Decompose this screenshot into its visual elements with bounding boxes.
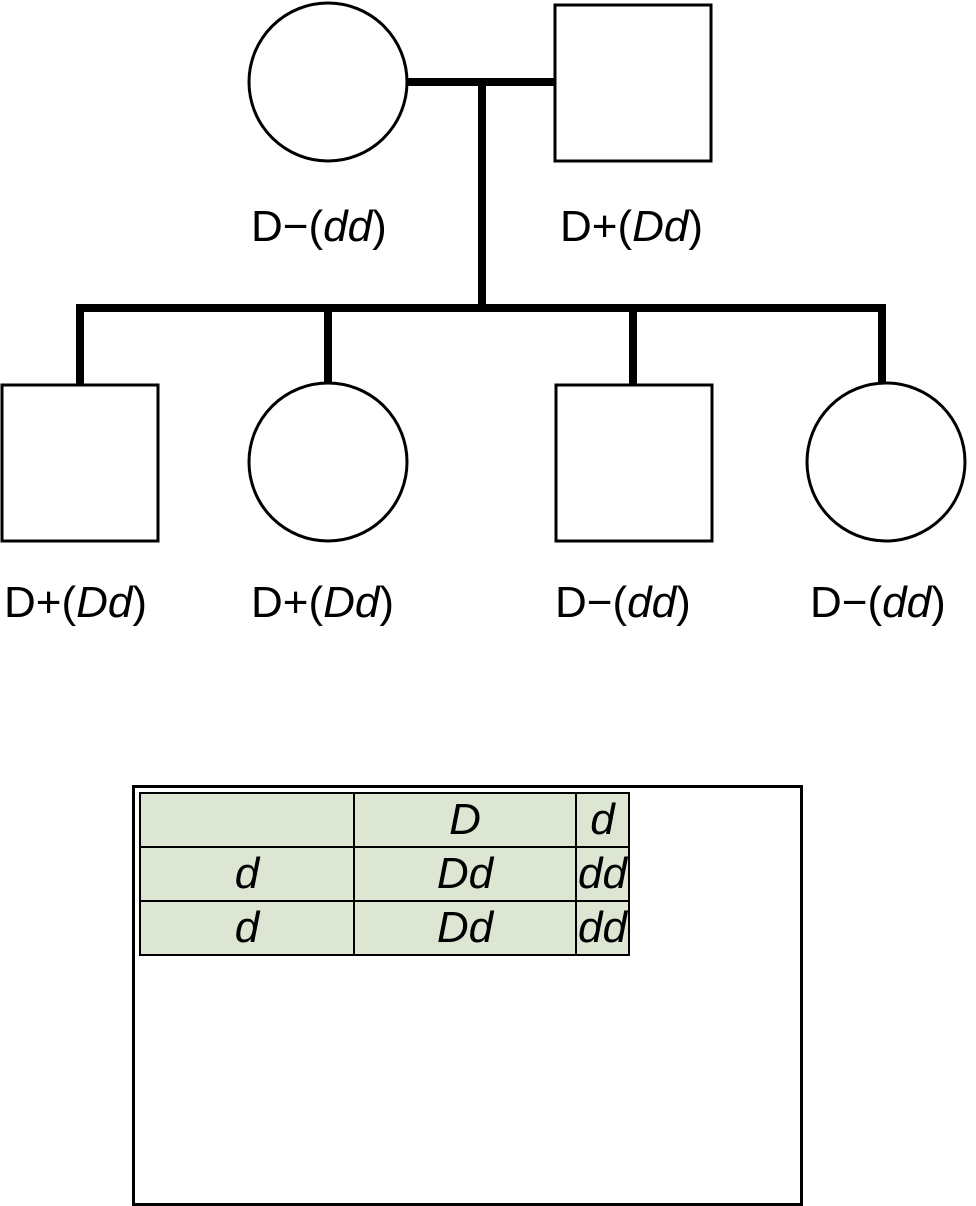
child-1-symbol (0, 383, 160, 543)
child-4-label: D−(dd) (810, 578, 946, 627)
punnett-square: D d d Dd dd d Dd dd (139, 792, 630, 956)
punnett-cell: dd (575, 900, 630, 956)
father-symbol (553, 3, 713, 163)
mother-label: D−(dd) (251, 202, 387, 251)
punnett-corner-cell (139, 792, 355, 848)
punnett-cell: Dd (353, 900, 577, 956)
father-label: D+(Dd) (560, 202, 704, 251)
punnett-header-row: D d (139, 792, 630, 848)
punnett-mother-allele-2: d (139, 900, 355, 956)
child-2-symbol (247, 381, 409, 543)
mother-symbol (247, 1, 409, 163)
punnett-row: d Dd dd (139, 900, 630, 956)
punnett-mother-allele-1: d (139, 846, 355, 902)
punnett-cell: Dd (353, 846, 577, 902)
punnett-row: d Dd dd (139, 846, 630, 902)
child-2-label: D+(Dd) (251, 578, 395, 627)
child-3-symbol (554, 383, 714, 543)
child-1-label: D+(Dd) (4, 578, 148, 627)
punnett-father-allele-1: D (353, 792, 577, 848)
punnett-square-frame: D d d Dd dd d Dd dd (132, 785, 803, 1206)
pedigree-chart (0, 1, 967, 543)
punnett-father-allele-2: d (575, 792, 630, 848)
child-4-symbol (805, 381, 967, 543)
child-3-label: D−(dd) (555, 578, 691, 627)
punnett-cell: dd (575, 846, 630, 902)
